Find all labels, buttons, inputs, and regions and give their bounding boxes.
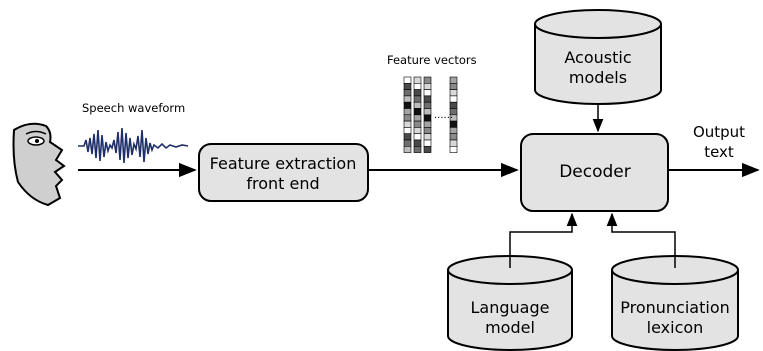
feature-vector-cell (403, 83, 412, 90)
waveform-icon (78, 127, 189, 164)
feature-vector-cell (403, 146, 412, 153)
output-label: Output (693, 123, 745, 141)
feature-vector-cell (403, 114, 412, 122)
front-end-label: front end (246, 174, 319, 193)
feature-vector-cell (423, 146, 432, 153)
feature-vector-cell (413, 127, 422, 135)
feature-vector-cell (413, 76, 422, 84)
feature-vector-cell (423, 89, 432, 97)
pronunciation-lexicon-database: Pronunciation lexicon (611, 255, 739, 351)
feature-vector-cell (423, 133, 432, 141)
arrow-language-to-decoder (509, 212, 578, 268)
feature-vector-cell (403, 133, 412, 141)
language-model-database: Language model (447, 255, 573, 351)
feature-vector-cell (423, 95, 432, 103)
feature-vector-cell (449, 120, 458, 128)
model-label: model (485, 318, 535, 337)
feature-vector-cell (403, 89, 412, 97)
feature-vector-cell (423, 114, 432, 122)
feature-vector-cell (413, 108, 422, 116)
decoder-label: Decoder (559, 162, 631, 182)
feature-vector-cell (423, 120, 432, 128)
pronunciation-label: Pronunciation (620, 298, 730, 317)
feature-vector-cell (423, 108, 432, 116)
feature-vector-cell (423, 139, 432, 147)
feature-vector-cell (413, 114, 422, 122)
feature-vector-cell (449, 133, 458, 141)
feature-vector-cell (449, 101, 458, 109)
feature-vector-cell (413, 133, 422, 141)
feature-vector-cell (423, 76, 432, 84)
feature-vectors-ellipsis: ...... (434, 110, 453, 121)
acoustic-label: Acoustic (564, 48, 631, 67)
feature-vector-cell (403, 76, 412, 84)
feature-vector-cell (413, 89, 422, 97)
acoustic-models-database: Acoustic models (534, 9, 662, 105)
feature-vector-cell (449, 146, 458, 153)
feature-vector-cell (413, 120, 422, 128)
feature-vector-cell (403, 127, 412, 135)
feature-vector-cell (413, 83, 422, 90)
feature-vector-cell (403, 95, 412, 103)
feature-vector-cell (449, 127, 458, 135)
speaker-face-icon (12, 122, 66, 207)
feature-extraction-label: Feature extraction (210, 154, 357, 173)
feature-vector-cell (449, 89, 458, 97)
feature-vector-cell (403, 120, 412, 128)
feature-vectors-matrix (403, 76, 458, 153)
feature-extraction-box: Feature extraction front end (198, 143, 369, 202)
feature-vector-cell (449, 95, 458, 103)
feature-vector-cell (449, 83, 458, 90)
feature-vector-cell (449, 76, 458, 84)
feature-vector-cell (449, 139, 458, 147)
decoder-box: Decoder (520, 133, 669, 212)
language-label: Language (471, 298, 550, 317)
feature-vector-cell (413, 146, 422, 153)
feature-vector-cell (423, 101, 432, 109)
feature-vector-cell (413, 139, 422, 147)
output-text-label: text (704, 143, 734, 161)
feature-vector-cell (423, 83, 432, 90)
arrow-pronunciation-to-decoder (606, 212, 676, 268)
feature-vector-cell (403, 101, 412, 109)
feature-vector-cell (413, 101, 422, 109)
feature-vector-cell (423, 127, 432, 135)
lexicon-label: lexicon (647, 318, 704, 337)
feature-vectors-label: Feature vectors (387, 53, 477, 67)
feature-vector-cell (403, 108, 412, 116)
feature-vector-cell (413, 95, 422, 103)
feature-vector-cell (403, 139, 412, 147)
models-label: models (569, 68, 627, 87)
speech-waveform-label: Speech waveform (82, 101, 185, 115)
